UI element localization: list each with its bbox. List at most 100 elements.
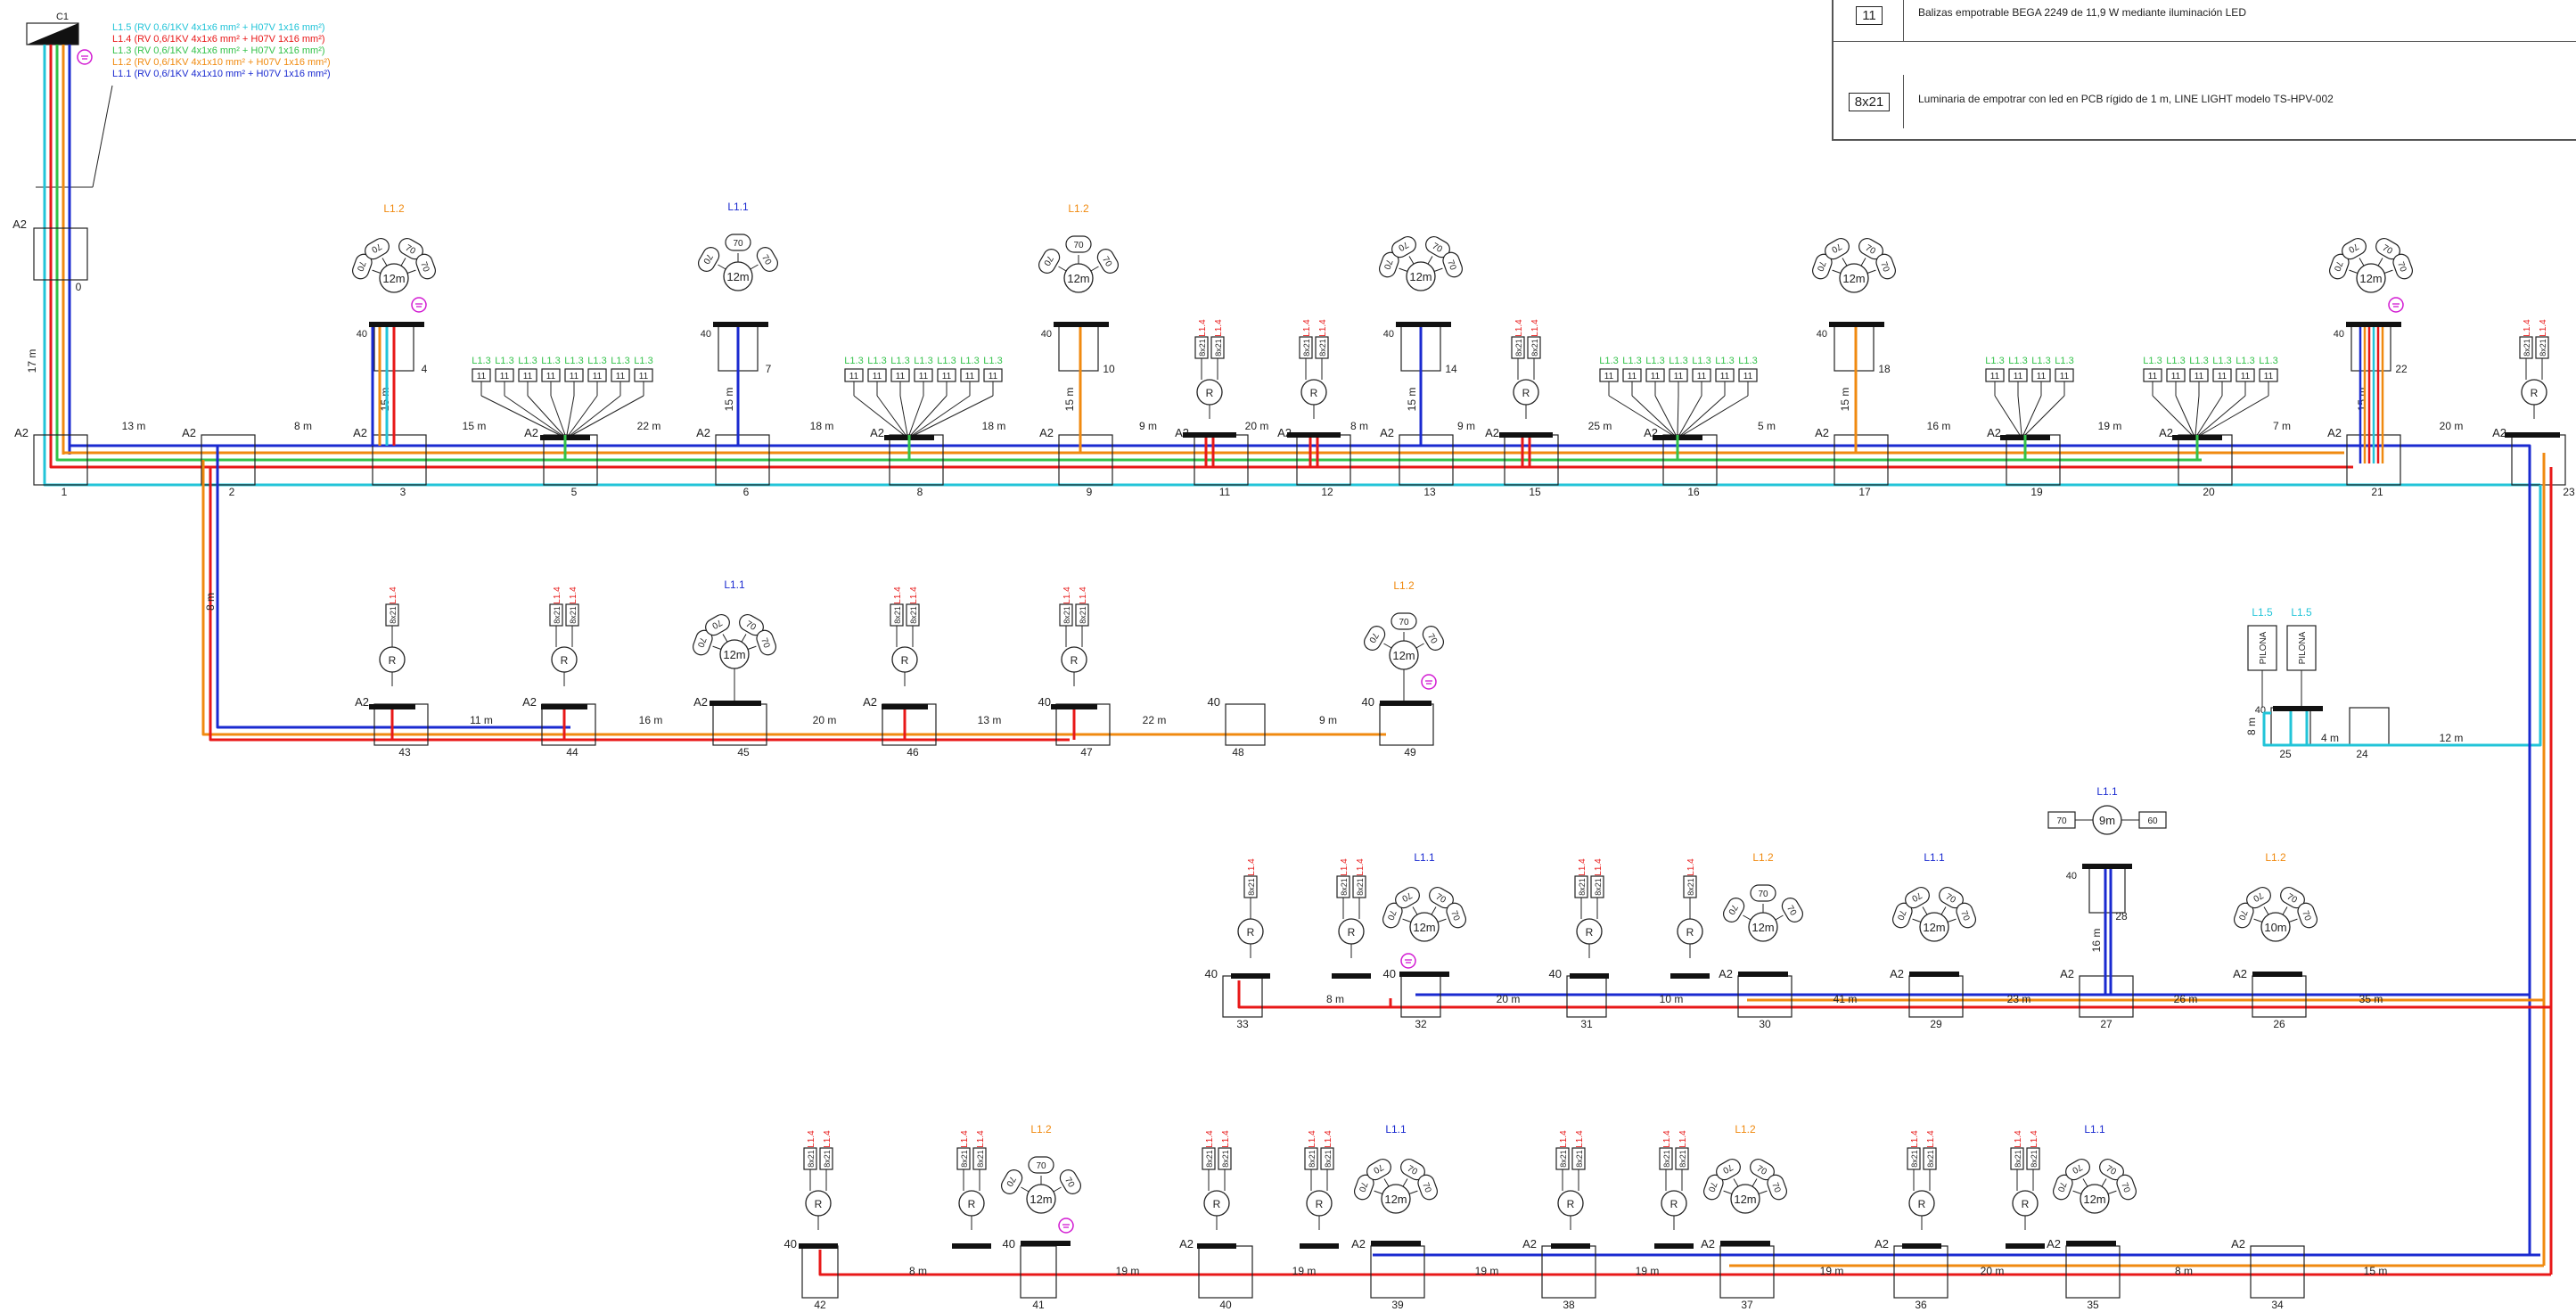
mast-base-bar [1829, 322, 1884, 327]
recessed-circuit-label: L1.4 [1662, 1130, 1672, 1148]
floodlight-power-label: 70 [733, 239, 743, 249]
junction-box-type-label: A2 [1351, 1237, 1366, 1250]
floodlight-fixture: 70 [1811, 253, 1833, 280]
cable-distance-label: 4 m [2321, 732, 2339, 744]
floodlight-fixture: 70 [1422, 626, 1445, 651]
baliza-circuit-label: L1.3 [564, 356, 583, 366]
floodlight-power-label: 70 [1382, 258, 1394, 271]
recessed-circuit-label: L1.4 [1214, 319, 1224, 337]
recessed-8x21-symbol [1527, 336, 1541, 359]
floodlight-power-label: 70 [355, 259, 367, 273]
mast-circuit-label: L1.1 [1924, 851, 1945, 864]
row4-L1.4 [818, 1250, 2551, 1276]
junction-box-type-label: A2 [1039, 426, 1054, 439]
lighting-mast [1919, 912, 1949, 942]
distribution-bar [1720, 1241, 1770, 1246]
floodlight-body [725, 234, 751, 251]
recessed-circuit-label: L1.4 [1514, 319, 1524, 337]
baliza-circuit-label: L1.3 [472, 356, 490, 366]
floodlight-body [2065, 1158, 2090, 1181]
junction-box-type-label: A2 [522, 695, 537, 709]
baliza-feed [566, 395, 575, 436]
mast-base-bar [2346, 322, 2401, 327]
bus-L1.4 [49, 455, 2353, 469]
lighting-mast [2356, 263, 2386, 293]
baliza-feed [914, 395, 994, 436]
floodlight-power-label: 70 [2251, 890, 2265, 903]
baliza-circuit-label: L1.3 [2143, 356, 2162, 366]
junction-box [1737, 975, 1793, 1018]
mast-arm [1940, 906, 1947, 915]
baliza-circuit-label: L1.3 [2031, 356, 2050, 366]
distribution-bar [1332, 973, 1371, 979]
mast-arm [1832, 269, 1842, 274]
recessed-circuit-label: L1.4 [1247, 858, 1257, 876]
cable-drop-label: 15 m [2356, 388, 2368, 412]
junction-box [372, 434, 427, 486]
distribution-bar [2082, 864, 2132, 869]
distribution-bar [1570, 973, 1609, 979]
mast-height-label: 12m [1923, 921, 1945, 934]
baliza-symbol-label: 11 [1856, 5, 1883, 25]
baliza-circuit-label: L1.3 [634, 356, 652, 366]
baliza-label: 11 [1651, 372, 1661, 381]
junction-box-id: 3 [400, 486, 406, 498]
recessed-8x21-symbol [1243, 875, 1258, 898]
junction-box-id: 49 [1404, 746, 1416, 758]
cable-distance-label: 26 m [2174, 993, 2198, 1005]
recessed-circuit-label: L1.4 [1594, 858, 1604, 876]
floodlight-power-label: 70 [1758, 890, 1768, 899]
recessed-circuit-label: L1.4 [1308, 1130, 1317, 1148]
recessed-circuit-label: L1.4 [1926, 1130, 1936, 1148]
junction-box [1400, 975, 1441, 1018]
mast-id: 14 [1445, 363, 1457, 375]
baliza-symbol: 11 [1842, 1, 1896, 29]
floodlight-fixture: 70 [2392, 253, 2414, 280]
baliza-feed [568, 395, 598, 436]
junction-box-id: 16 [1687, 486, 1700, 498]
junction-box [2250, 1245, 2305, 1299]
recessed-8x21-label: 8x21 [1575, 1150, 1584, 1168]
recessed-marker-label: R [968, 1198, 976, 1210]
distribution-bar [1902, 1243, 1941, 1249]
mast-circuit-label: L1.1 [724, 578, 745, 591]
recessed-circuit-label: L1.4 [1559, 1130, 1569, 1148]
junction-box [1225, 703, 1266, 746]
floodlight-body [1422, 626, 1445, 651]
recessed-marker-label: R [1567, 1198, 1575, 1210]
junction-box-type-label: A2 [2060, 967, 2074, 980]
cable-distance-label: 19 m [1636, 1265, 1660, 1277]
junction-box-type-label: A2 [1522, 1237, 1537, 1250]
junction-box [2252, 975, 2307, 1018]
junction-box-type-label: 40 [1549, 967, 1562, 980]
mast-circuit-label: L1.1 [727, 201, 749, 213]
mast-height-label: 12m [1030, 1193, 1052, 1206]
junction-box-id: 11 [1219, 486, 1231, 498]
mast-arm [1415, 643, 1424, 649]
recessed-8x21-label: 8x21 [2539, 339, 2547, 357]
recessed-8x21-symbol [956, 1147, 971, 1170]
recessed-circuit-label: L1.4 [1678, 1130, 1688, 1148]
cable-distance-label: 11 m [470, 714, 493, 726]
junction-box-type-label: A2 [870, 426, 884, 439]
cable-distance-label: 8 m [2245, 718, 2258, 735]
floodlight-fixture: 70 [1028, 1156, 1054, 1174]
floodlight-fixture: 70 [739, 613, 764, 636]
floodlight-fixture: 70 [398, 237, 423, 260]
panel-c1-symbol [27, 23, 78, 45]
floodlight-power-label: 70 [2346, 241, 2360, 254]
mast-arm [1866, 269, 1876, 274]
recessed-circuit-label: L1.4 [807, 1130, 816, 1148]
recessed-8x21-label: 8x21 [1678, 1150, 1687, 1168]
recessed-circuit-label: L1.4 [1062, 586, 1072, 604]
junction-box-id: 35 [2087, 1299, 2099, 1311]
recessed-8x21-label: 8x21 [1247, 878, 1256, 896]
recessed-circuit-label: L1.4 [389, 586, 398, 604]
floodlight-body [697, 247, 720, 272]
recessed-8x21-symbol [1059, 603, 1073, 627]
cable-distance-label: 8 m [204, 593, 217, 611]
floodlight-fixture: 70 [1417, 1174, 1439, 1201]
floodlight-body [1767, 1174, 1788, 1201]
recessed-8x21-symbol [1202, 1147, 1216, 1170]
baliza-circuit-label: L1.3 [2212, 356, 2231, 366]
